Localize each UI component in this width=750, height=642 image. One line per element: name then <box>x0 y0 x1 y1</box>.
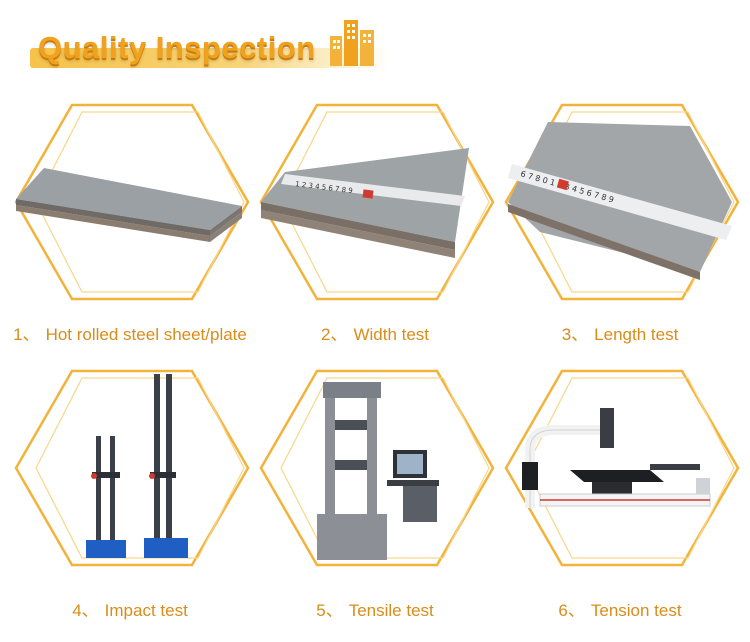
tile-width-test: 1 2 3 4 5 6 7 8 9 <box>255 102 495 302</box>
hex-frame <box>259 369 495 567</box>
tile-tension-test <box>500 368 740 568</box>
page-banner: Quality Inspection <box>24 10 404 72</box>
buildings-icon <box>330 20 374 66</box>
hex-frame <box>14 369 250 567</box>
caption-6: 6、Tension test <box>558 601 682 620</box>
caption-4: 4、Impact test <box>72 601 188 620</box>
width-measure-image: 1 2 3 4 5 6 7 8 9 <box>261 148 469 258</box>
length-measure-image: 6 7 8 0 1 2 3 4 5 6 7 8 9 <box>508 122 732 280</box>
tile-tensile-test <box>255 368 495 568</box>
caption-5: 5、Tensile test <box>316 601 434 620</box>
tension-table-image <box>522 408 711 508</box>
caption-1: 1、Hot rolled steel sheet/plate <box>13 325 247 344</box>
hex-frame: 6 7 8 0 1 2 3 4 5 6 7 8 9 <box>504 103 740 301</box>
tensile-machine-image <box>317 382 439 560</box>
page-title: Quality Inspection <box>38 30 316 65</box>
tile-impact-test <box>10 368 250 568</box>
hex-frame: 1 2 3 4 5 6 7 8 9 <box>259 103 495 301</box>
banner-underline <box>30 48 390 68</box>
caption-2: 2、Width test <box>320 325 430 344</box>
tile-steel-plate <box>10 102 250 302</box>
tile-length-test: 6 7 8 0 1 2 3 4 5 6 7 8 9 <box>500 102 740 302</box>
hex-frame <box>504 369 740 567</box>
steel-plate-image <box>16 168 242 242</box>
hex-frame <box>14 103 250 301</box>
impact-tester-image <box>86 374 188 558</box>
caption-3: 3、Length test <box>561 325 679 344</box>
